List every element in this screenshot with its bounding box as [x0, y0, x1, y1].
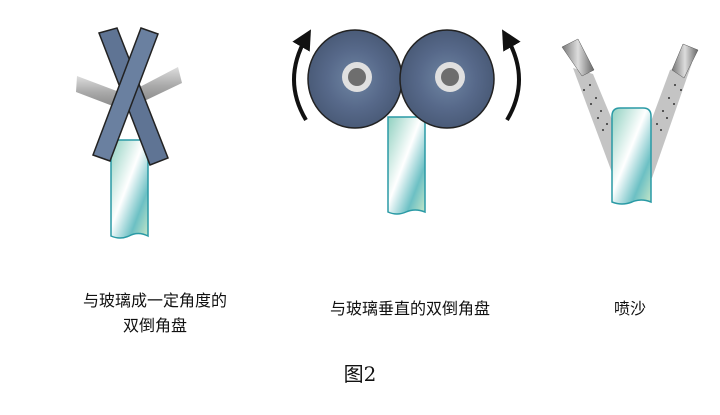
caption-line: 喷沙 — [613, 299, 646, 318]
panel-perpendicular-double-chamfer-disc — [292, 29, 521, 215]
rod-left — [76, 76, 122, 108]
caption-line: 双倒角盘 — [122, 316, 187, 335]
rod-right — [134, 67, 182, 104]
rotation-arrow-right — [502, 29, 521, 122]
caption-panel-3: 喷沙 — [590, 296, 670, 321]
glass-pane — [387, 116, 426, 215]
glass-pane — [611, 107, 652, 205]
chamfer-bar-2 — [92, 27, 159, 162]
caption-panel-2: 与玻璃垂直的双倒角盘 — [290, 296, 530, 321]
caption-panel-1: 与玻璃成一定角度的 双倒角盘 — [60, 288, 250, 338]
rotation-arrow-left — [292, 29, 311, 122]
figure-label: 图2 — [343, 362, 377, 386]
caption-line: 与玻璃成一定角度的 — [82, 291, 227, 310]
caption-line: 与玻璃垂直的双倒角盘 — [329, 299, 490, 318]
panel-angled-double-chamfer-disc — [76, 27, 182, 239]
panel-sandblasting — [561, 38, 699, 205]
glass-pane — [110, 139, 149, 239]
nozzle-right — [671, 43, 699, 79]
nozzle-left — [561, 38, 595, 77]
